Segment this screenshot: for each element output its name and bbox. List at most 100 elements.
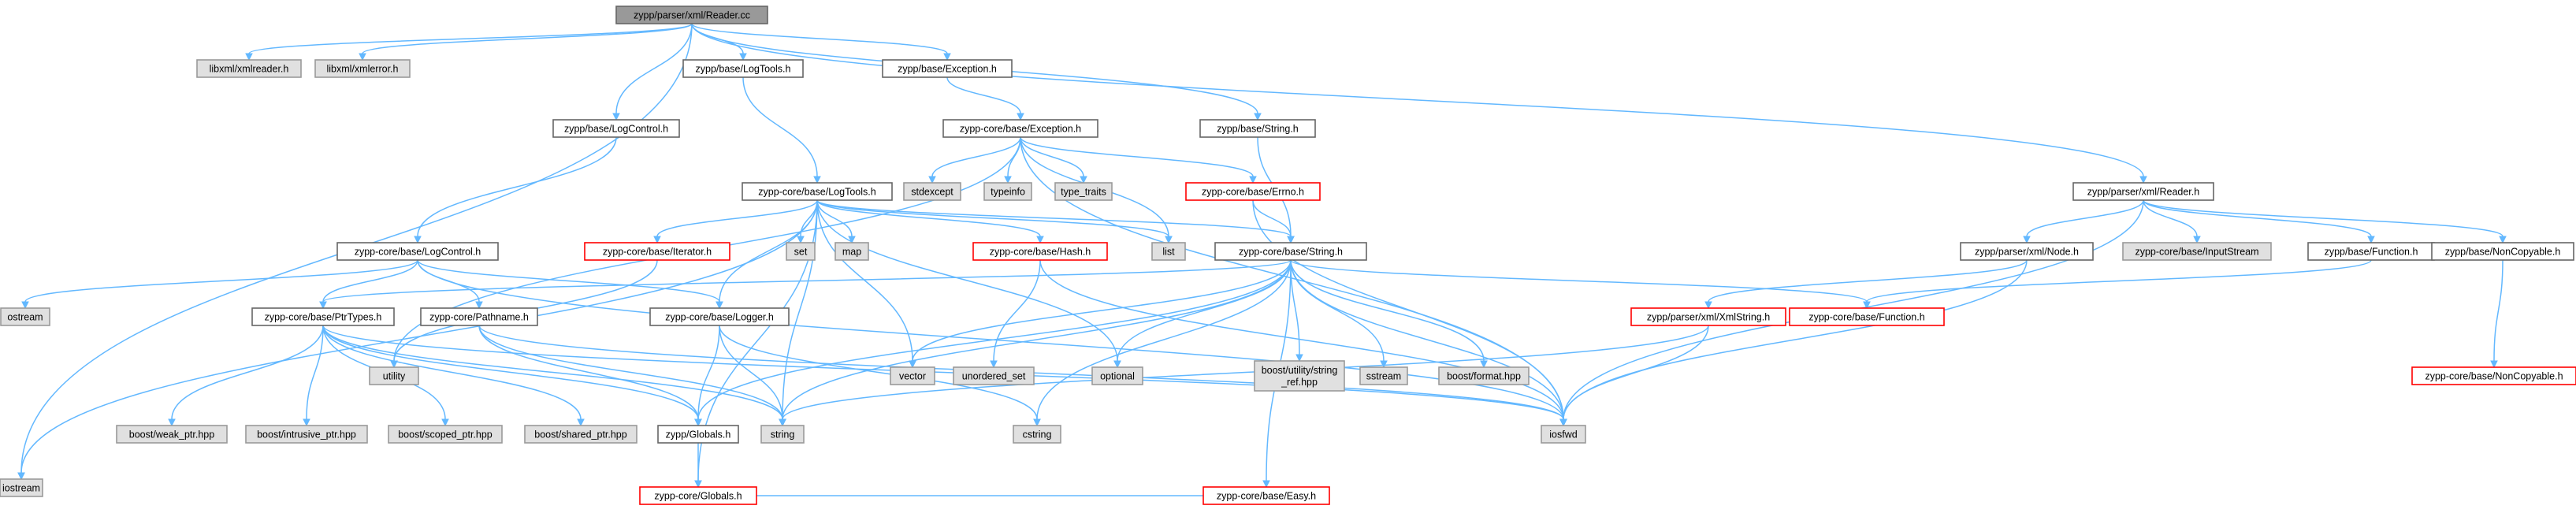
node-corestring[interactable]: zypp-core/base/String.h — [1214, 242, 1367, 261]
node-box-xmlerror — [314, 59, 411, 78]
edge-pathname-to-zyppglobals — [478, 325, 702, 427]
node-box-list — [1151, 242, 1186, 261]
edge-errno-to-corestring — [1252, 199, 1295, 244]
node-label-sstream: sstream — [1366, 371, 1401, 382]
node-corelogtools[interactable]: zypp-core/base/LogTools.h — [742, 182, 893, 201]
edge-root-to-exception — [691, 23, 951, 61]
node-hash[interactable]: zypp-core/base/Hash.h — [972, 242, 1108, 261]
node-box-easy — [1203, 486, 1330, 505]
node-logcontrol[interactable]: zypp/base/LogControl.h — [552, 119, 680, 138]
node-label-iterator: zypp-core/base/Iterator.h — [603, 247, 712, 258]
node-label-weakptr: boost/weak_ptr.hpp — [129, 429, 214, 441]
edge-corestring-to-optional — [1113, 259, 1292, 369]
node-label-set: set — [794, 247, 808, 258]
edge-noncopyable-to-corenoncopyable — [2490, 259, 2504, 369]
node-xmlreader: libxml/xmlreader.h — [196, 59, 302, 78]
node-logger[interactable]: zypp-core/base/Logger.h — [649, 307, 790, 326]
node-label-errno: zypp-core/base/Errno.h — [1202, 187, 1304, 198]
node-corenoncopyable[interactable]: zypp-core/base/NonCopyable.h — [2411, 366, 2576, 385]
node-label-xmlstring: zypp/parser/xml/XmlString.h — [1647, 312, 1770, 323]
node-unorderedset: unordered_set — [953, 366, 1035, 385]
edge-zyppglobals-to-coreglobals — [694, 443, 702, 489]
edge-function-to-corefunction — [1863, 259, 2372, 310]
edge-root-to-xmlreader — [245, 23, 693, 61]
node-box-corelogtools — [742, 182, 893, 201]
node-iostream: iostream — [0, 478, 43, 497]
node-label-coreexception: zypp-core/base/Exception.h — [960, 124, 1081, 135]
node-noncopyable[interactable]: zypp/base/NonCopyable.h — [2431, 242, 2574, 261]
node-label-vector: vector — [899, 371, 926, 382]
node-box-coreexception — [942, 119, 1098, 138]
node-label-ostream: ostream — [7, 312, 43, 323]
node-label-corefunction: zypp-core/base/Function.h — [1808, 312, 1924, 323]
node-corelogcontrol[interactable]: zypp-core/base/LogControl.h — [336, 242, 499, 261]
node-box-weakptr — [116, 425, 228, 444]
node-errno[interactable]: zypp-core/base/Errno.h — [1185, 182, 1321, 201]
node-easy[interactable]: zypp-core/base/Easy.h — [1203, 486, 1330, 505]
node-label-nodeh: zypp/parser/xml/Node.h — [1975, 247, 2079, 258]
node-label-stdexcept: stdexcept — [911, 187, 953, 198]
node-xmlstring[interactable]: zypp/parser/xml/XmlString.h — [1630, 307, 1786, 326]
node-box-noncopyable — [2431, 242, 2574, 261]
edge-ptrtypes-to-intrusiveptr — [303, 325, 324, 427]
edge-readerh-to-noncopyable — [2143, 199, 2507, 244]
node-root[interactable]: zypp/parser/xml/Reader.cc — [615, 6, 768, 24]
node-readerh[interactable]: zypp/parser/xml/Reader.h — [2072, 182, 2214, 201]
edge-corelogcontrol-to-ostream — [21, 259, 418, 310]
edge-corestring-to-ptrtypes — [319, 259, 1292, 310]
node-label-readerh: zypp/parser/xml/Reader.h — [2087, 187, 2199, 198]
node-iosfwd: iosfwd — [1541, 425, 1586, 444]
node-label-xmlerror: libxml/xmlerror.h — [327, 64, 399, 75]
node-format: boost/format.hpp — [1438, 366, 1530, 385]
node-pathname[interactable]: zypp-core/Pathname.h — [420, 307, 538, 326]
node-box-vector — [890, 366, 935, 385]
node-label-corestring: zypp-core/base/String.h — [1239, 247, 1343, 258]
node-label-format: boost/format.hpp — [1447, 371, 1521, 382]
node-zyppglobals[interactable]: zypp/Globals.h — [657, 425, 739, 444]
node-logtools[interactable]: zypp/base/LogTools.h — [682, 59, 804, 78]
edge-corestring-to-format — [1290, 259, 1488, 369]
node-box-coreglobals — [639, 486, 757, 505]
edge-logger-to-cstring — [719, 325, 1041, 427]
node-label-list: list — [1162, 247, 1175, 258]
node-box-stdexcept — [903, 182, 961, 201]
edge-logcontrol-to-corelogcontrol — [414, 136, 617, 244]
node-box-zyppglobals — [657, 425, 739, 444]
node-label-stdstring: string — [771, 429, 795, 441]
node-xmlerror: libxml/xmlerror.h — [314, 59, 411, 78]
node-coreexception[interactable]: zypp-core/base/Exception.h — [942, 119, 1098, 138]
node-exception[interactable]: zypp/base/Exception.h — [882, 59, 1013, 78]
node-set: set — [786, 242, 816, 261]
node-label-intrusiveptr: boost/intrusive_ptr.hpp — [257, 429, 356, 441]
node-string[interactable]: zypp/base/String.h — [1199, 119, 1316, 138]
node-box-corenoncopyable — [2411, 366, 2576, 385]
node-sharedptr: boost/shared_ptr.hpp — [524, 425, 637, 444]
node-corefunction[interactable]: zypp-core/base/Function.h — [1789, 307, 1945, 326]
node-box-string — [1199, 119, 1316, 138]
edge-coreglobals-to-easy — [698, 495, 1270, 504]
node-label-hash: zypp-core/base/Hash.h — [990, 247, 1091, 258]
node-label-root: zypp/parser/xml/Reader.cc — [634, 10, 750, 21]
node-label-stringref: _ref.hpp — [1281, 377, 1318, 388]
node-label-sharedptr: boost/shared_ptr.hpp — [534, 429, 626, 441]
node-inputstream: zypp-core/base/InputStream — [2122, 242, 2272, 261]
node-box-hash — [972, 242, 1108, 261]
node-box-typeinfo — [983, 182, 1032, 201]
node-stdstring: string — [760, 425, 805, 444]
node-box-ptrtypes — [251, 307, 395, 326]
node-stdexcept: stdexcept — [903, 182, 961, 201]
node-box-logger — [649, 307, 790, 326]
node-utility: utility — [369, 366, 419, 385]
node-sstream: sstream — [1359, 366, 1408, 385]
node-nodeh[interactable]: zypp/parser/xml/Node.h — [1960, 242, 2094, 261]
node-label-coreglobals: zypp-core/Globals.h — [654, 491, 742, 502]
node-box-logcontrol — [552, 119, 680, 138]
node-coreglobals[interactable]: zypp-core/Globals.h — [639, 486, 757, 505]
node-iterator[interactable]: zypp-core/base/Iterator.h — [584, 242, 730, 261]
node-box-exception — [882, 59, 1013, 78]
edge-corestring-to-stringref — [1290, 259, 1303, 362]
node-function[interactable]: zypp/base/Function.h — [2307, 242, 2435, 261]
node-ptrtypes[interactable]: zypp-core/base/PtrTypes.h — [251, 307, 395, 326]
node-list: list — [1151, 242, 1186, 261]
